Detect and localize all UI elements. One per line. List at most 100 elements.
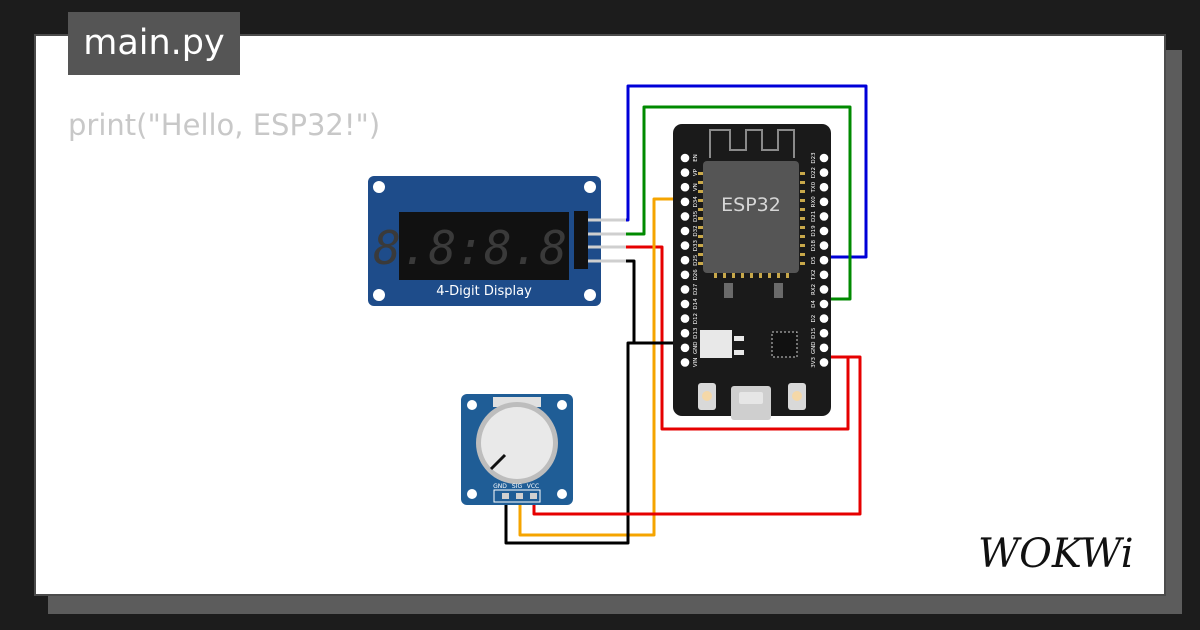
- pot-pin-vcc[interactable]: [530, 493, 537, 499]
- esp32-left-pins: ENVPVND34D35D32D33D25D26D27D14D12D13GNDV…: [680, 153, 699, 367]
- esp32-pin-d32[interactable]: [680, 226, 690, 236]
- module-pad: [698, 226, 703, 229]
- esp32-pin-d18[interactable]: [819, 241, 829, 250]
- esp32-pin-label: D22: [811, 167, 817, 178]
- file-tab-main[interactable]: main.py: [68, 12, 240, 75]
- esp32-pin-rx0[interactable]: [819, 197, 829, 207]
- module-pad: [698, 244, 703, 247]
- wire-vcc-pot-red[interactable]: [532, 355, 862, 516]
- wokwi-logo-text: WOKWi: [978, 531, 1134, 577]
- module-pad: [800, 181, 805, 184]
- module-pad: [768, 273, 771, 278]
- module-pad: [800, 208, 805, 211]
- module-pad: [698, 181, 703, 184]
- antenna-icon: [709, 129, 795, 158]
- wire-dio-green[interactable]: [588, 105, 852, 301]
- esp32-pin-d12[interactable]: [680, 314, 690, 323]
- usb-chip: [771, 331, 798, 358]
- esp32-pin-d25[interactable]: [680, 255, 690, 265]
- esp32-pin-label: 3V3: [811, 357, 817, 368]
- module-pad: [759, 273, 762, 278]
- esp32-pin-label: D21: [811, 211, 817, 222]
- esp32-pin-vp[interactable]: [680, 168, 690, 177]
- esp32-pin-label: D5: [811, 256, 817, 264]
- esp32-pin-en[interactable]: [680, 153, 690, 163]
- esp32-pin-d14[interactable]: [680, 299, 690, 309]
- esp32-right-pins: D23D22TX0RX0D21D19D18D5TX2RX2D4D2D15GND3…: [811, 152, 829, 368]
- display-label: 4-Digit Display: [436, 284, 532, 299]
- esp32-pin-d4[interactable]: [819, 299, 829, 309]
- esp32-pin-tx0[interactable]: [819, 182, 829, 192]
- esp32-pin-label: D19: [811, 225, 817, 237]
- esp32-pin-vn[interactable]: [680, 182, 690, 192]
- display-digits: 8.8:8.8.: [373, 221, 595, 275]
- esp32-pin-d34[interactable]: [680, 197, 690, 207]
- esp32-pin-d22[interactable]: [819, 168, 829, 177]
- module-pad: [741, 273, 744, 278]
- esp32-pin-label: D25: [693, 254, 699, 266]
- esp32-pin-d33[interactable]: [680, 241, 690, 250]
- esp32-board[interactable]: ESP32 ENVPVND34D35D32D33D25D26D27D14D12D…: [673, 124, 831, 420]
- module-pad: [698, 190, 703, 193]
- module-pad: [800, 190, 805, 193]
- module-pad: [786, 273, 789, 278]
- esp32-pin-label: D15: [811, 327, 817, 339]
- esp32-pin-d21[interactable]: [819, 212, 829, 221]
- pot-header: [493, 489, 541, 503]
- pot-pin-gnd[interactable]: [502, 493, 509, 499]
- module-pad: [698, 253, 703, 256]
- module-pad: [800, 199, 805, 202]
- esp32-pin-label: D35: [693, 210, 699, 222]
- esp32-pin-label: D12: [693, 313, 699, 324]
- wire-gnd-pot-black[interactable]: [504, 341, 685, 545]
- regulator-pin: [734, 350, 744, 355]
- esp32-pin-vin[interactable]: [680, 358, 690, 367]
- potentiometer[interactable]: GND SIG VCC: [461, 394, 573, 505]
- esp32-pin-rx2[interactable]: [819, 285, 829, 294]
- pot-pointer: [489, 453, 507, 471]
- esp32-pin-label: D27: [693, 283, 699, 295]
- wire-gnd-display-black[interactable]: [588, 259, 685, 345]
- smd-part: [774, 283, 783, 298]
- pot-pin-sig[interactable]: [516, 493, 523, 499]
- module-pad: [698, 217, 703, 220]
- esp32-pin-label: D2: [811, 315, 817, 323]
- esp32-pin-label: VP: [693, 168, 699, 176]
- display-screen: [399, 212, 569, 280]
- display-pins: [588, 218, 626, 263]
- display-header: [574, 211, 588, 269]
- esp32-pin-gnd[interactable]: [680, 343, 690, 353]
- pot-pin-label-vcc: VCC: [527, 483, 539, 490]
- esp32-pin-label: D4: [811, 300, 817, 308]
- module-pad: [800, 235, 805, 238]
- esp32-pin-d23[interactable]: [819, 153, 829, 163]
- esp32-pin-gnd[interactable]: [819, 343, 829, 353]
- button-cap: [702, 391, 712, 401]
- wokwi-logo: WOKWi: [978, 531, 1134, 577]
- wire-sig-orange[interactable]: [518, 197, 685, 537]
- esp32-pin-label: D34: [693, 196, 699, 208]
- esp32-pin-d13[interactable]: [680, 328, 690, 338]
- esp32-chip-label: ESP32: [721, 194, 781, 216]
- esp32-pin-d19[interactable]: [819, 226, 829, 236]
- module-pad: [800, 244, 805, 247]
- esp32-pin-d5[interactable]: [819, 255, 829, 265]
- esp32-pin-label: D18: [811, 239, 817, 251]
- module-pad: [698, 208, 703, 211]
- esp32-pin-d27[interactable]: [680, 285, 690, 294]
- esp32-pin-d15[interactable]: [819, 328, 829, 338]
- four-digit-display[interactable]: 8.8:8.8. 4-Digit Display: [368, 176, 626, 306]
- esp32-pin-3v3[interactable]: [819, 358, 829, 367]
- button-cap: [792, 391, 802, 401]
- usb-opening: [739, 392, 763, 404]
- code-line[interactable]: print("Hello, ESP32!"): [68, 108, 381, 142]
- esp32-pin-d2[interactable]: [819, 314, 829, 323]
- module-pad: [800, 262, 805, 265]
- esp32-pin-label: VN: [693, 183, 699, 191]
- esp32-pin-tx2[interactable]: [819, 270, 829, 280]
- module-pad: [714, 273, 717, 278]
- esp32-pin-label: EN: [693, 154, 699, 162]
- esp32-pin-d26[interactable]: [680, 270, 690, 280]
- esp32-pin-d35[interactable]: [680, 212, 690, 221]
